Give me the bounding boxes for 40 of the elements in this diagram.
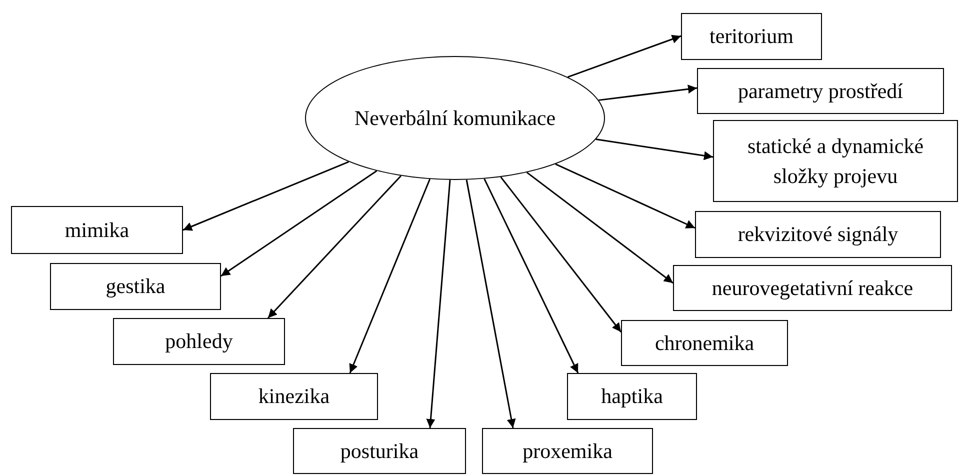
node-label: mimika (64, 216, 130, 244)
node-label: proxemika (522, 438, 612, 465)
text-box (567, 373, 697, 420)
node-label: gestika (106, 273, 166, 300)
node-label: statické a dynamické složky projevu (746, 132, 925, 190)
arrow (567, 34, 682, 78)
node-label: neurovegetativní reakce (712, 274, 914, 302)
arrow (267, 175, 402, 319)
arrow (426, 180, 451, 428)
node-label: posturika (340, 438, 419, 465)
node-label: chronemika (654, 330, 754, 357)
text-box (697, 68, 944, 114)
arrow (182, 161, 350, 231)
node-label: teritorium (710, 23, 794, 50)
text-box (681, 13, 822, 60)
text-box (673, 265, 952, 311)
text-box (482, 428, 653, 474)
arrow (596, 138, 714, 160)
node-label: rekvizitové signály (738, 221, 898, 248)
node-label: pohledy (165, 328, 233, 356)
arrow (555, 163, 696, 229)
text-box (113, 318, 285, 365)
arrow (220, 170, 378, 277)
node-label: haptika (601, 383, 663, 410)
arrow (349, 178, 431, 374)
node-label: kinezika (258, 383, 330, 410)
arrow (466, 180, 516, 428)
arrow (598, 84, 698, 101)
text-box (621, 320, 788, 366)
text-box (695, 211, 941, 258)
arrow (500, 176, 622, 332)
arrow (526, 172, 674, 284)
node-label: Neverbální komunikace (354, 104, 556, 132)
text-box (210, 373, 378, 420)
text-box (11, 206, 183, 254)
arrow (484, 178, 579, 374)
text-box (293, 428, 466, 474)
text-box (713, 120, 958, 202)
node-label: parametry prostředí (738, 78, 904, 105)
text-box (50, 263, 221, 310)
